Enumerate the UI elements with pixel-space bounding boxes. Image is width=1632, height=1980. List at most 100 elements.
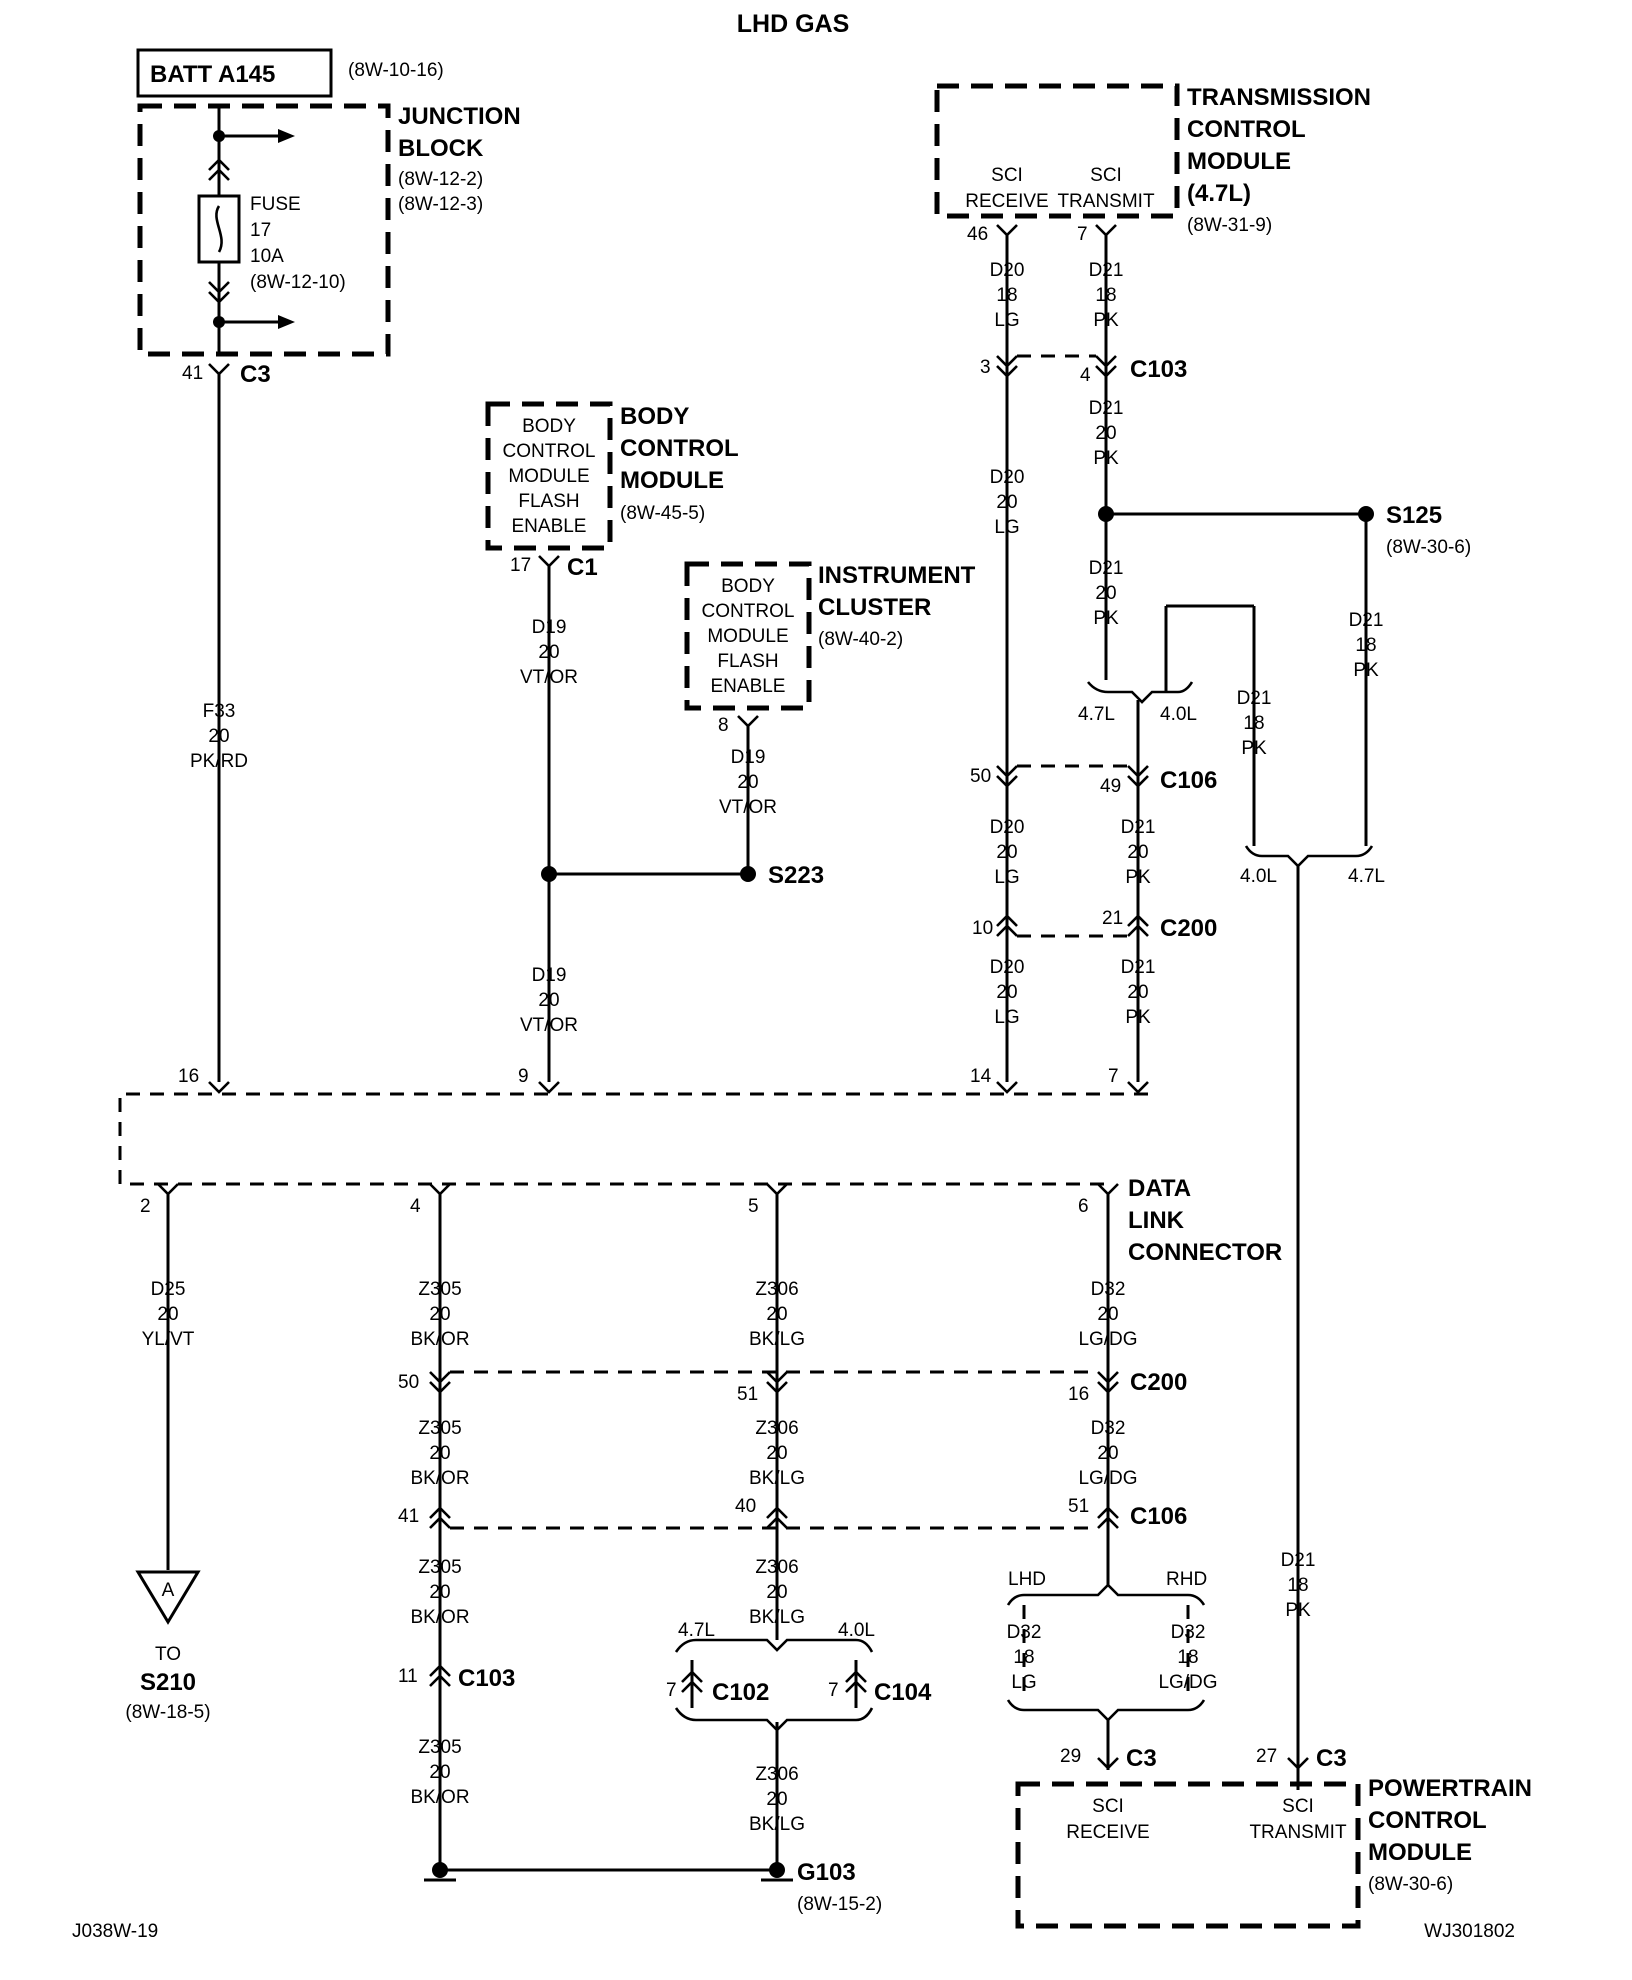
batt-a145: BATT A145 (8W-10-16) bbox=[136, 48, 444, 98]
pcm-conn-rx: C3 bbox=[1126, 1745, 1157, 1772]
label-z305-d: Z305 20 BK/OR bbox=[410, 1737, 469, 1808]
ic-title-2: CLUSTER bbox=[818, 594, 931, 621]
svg-text:BK/OR: BK/OR bbox=[410, 1329, 469, 1350]
label-d32-b: D32 20 LG/DG bbox=[1078, 1418, 1137, 1489]
label-z306-b: Z306 20 BK/LG bbox=[749, 1418, 805, 1489]
label-d21-a: D21 18 PK bbox=[1089, 260, 1124, 331]
offpage-arrow-icon bbox=[135, 1570, 201, 1625]
svg-text:20: 20 bbox=[766, 1304, 787, 1325]
svg-text:20: 20 bbox=[996, 982, 1017, 1003]
pcm-pin-rx: 29 bbox=[1060, 1746, 1081, 1767]
pcm-title-3: MODULE bbox=[1368, 1839, 1472, 1866]
svg-text:SCI: SCI bbox=[1090, 165, 1122, 186]
svg-text:C200: C200 bbox=[1130, 1369, 1187, 1396]
svg-text:51: 51 bbox=[737, 1384, 758, 1405]
batt-label: BATT A145 bbox=[150, 61, 275, 88]
bcm-ref: (8W-45-5) bbox=[620, 503, 705, 524]
svg-text:20: 20 bbox=[1097, 1304, 1118, 1325]
svg-text:20: 20 bbox=[766, 1582, 787, 1603]
svg-text:C106: C106 bbox=[1160, 767, 1217, 794]
dlc-title-2: LINK bbox=[1128, 1207, 1185, 1234]
svg-text:20: 20 bbox=[157, 1304, 178, 1325]
svg-text:Z305: Z305 bbox=[418, 1737, 461, 1758]
svg-text:PK/RD: PK/RD bbox=[190, 751, 248, 772]
label-z305-b: Z305 20 BK/OR bbox=[410, 1418, 469, 1489]
svg-text:20: 20 bbox=[996, 492, 1017, 513]
svg-text:MODULE: MODULE bbox=[508, 466, 589, 487]
data-link-connector: 16 9 14 7 2 4 5 6 DATA LINK CONNECTOR bbox=[118, 1066, 1282, 1266]
label-d20-d: D20 20 LG bbox=[990, 957, 1025, 1028]
svg-text:SCI: SCI bbox=[1282, 1796, 1314, 1817]
svg-text:VT/OR: VT/OR bbox=[520, 667, 578, 688]
svg-text:Z305: Z305 bbox=[418, 1418, 461, 1439]
svg-text:18: 18 bbox=[1355, 635, 1376, 656]
tcm-pin-rx: 46 bbox=[967, 224, 988, 245]
svg-text:D20: D20 bbox=[990, 260, 1025, 281]
s223-label: S223 bbox=[768, 862, 824, 889]
powertrain-control-module: 29 C3 27 C3 SCI RECEIVE SCI TRANSMIT POW… bbox=[1015, 1745, 1532, 1929]
svg-text:D21: D21 bbox=[1281, 1550, 1316, 1571]
svg-text:20: 20 bbox=[208, 726, 229, 747]
dlc-pin-9: 9 bbox=[518, 1066, 529, 1087]
variant-rhd: RHD bbox=[1166, 1569, 1207, 1590]
svg-text:PK: PK bbox=[1285, 1600, 1311, 1621]
dlc-pin-5: 5 bbox=[748, 1196, 759, 1217]
tcm-pin-tx: 7 bbox=[1077, 224, 1088, 245]
svg-text:D32: D32 bbox=[1007, 1622, 1042, 1643]
diagram-title: LHD GAS bbox=[737, 10, 850, 38]
label-d32-a: D32 20 LG/DG bbox=[1078, 1279, 1137, 1350]
connector-c104: 7 C104 bbox=[828, 1670, 932, 1706]
svg-text:18: 18 bbox=[1177, 1647, 1198, 1668]
svg-text:D21: D21 bbox=[1089, 398, 1124, 419]
svg-text:20: 20 bbox=[1127, 842, 1148, 863]
svg-text:CONTROL: CONTROL bbox=[702, 601, 795, 622]
svg-text:D20: D20 bbox=[990, 467, 1025, 488]
s223-node bbox=[541, 866, 557, 882]
svg-text:C102: C102 bbox=[712, 1679, 769, 1706]
svg-text:D21: D21 bbox=[1089, 558, 1124, 579]
body-control-module: BODY CONTROL MODULE FLASH ENABLE BODY CO… bbox=[485, 401, 739, 581]
label-d20-c: D20 20 LG bbox=[990, 817, 1025, 888]
svg-text:TO: TO bbox=[155, 1644, 181, 1665]
label-d32-rhd: D32 18 LG/DG bbox=[1158, 1622, 1217, 1693]
batt-ref: (8W-10-16) bbox=[348, 60, 444, 81]
svg-text:(8W-15-2): (8W-15-2) bbox=[797, 1894, 882, 1915]
s125-label: S125 bbox=[1386, 502, 1442, 529]
label-f33: F33 20 PK/RD bbox=[190, 701, 248, 772]
ic-title-1: INSTRUMENT bbox=[818, 562, 976, 589]
pcm-pin-tx: 27 bbox=[1256, 1746, 1277, 1767]
footer-left-code: J038W-19 bbox=[72, 1921, 158, 1942]
tcm-title-1: TRANSMISSION bbox=[1187, 84, 1371, 111]
label-d21-b: D21 20 PK bbox=[1089, 398, 1124, 469]
ground-g103: G103 (8W-15-2) bbox=[424, 1859, 882, 1915]
svg-text:LG: LG bbox=[994, 867, 1019, 888]
variant-47-right: 4.7L bbox=[1348, 866, 1385, 887]
svg-text:LG: LG bbox=[1011, 1672, 1036, 1693]
variant-lhd: LHD bbox=[1008, 1569, 1046, 1590]
fuse-number: 17 bbox=[250, 220, 271, 241]
svg-text:20: 20 bbox=[538, 990, 559, 1011]
svg-text:Z306: Z306 bbox=[755, 1418, 798, 1439]
svg-text:TRANSMIT: TRANSMIT bbox=[1249, 1822, 1347, 1843]
svg-text:LG: LG bbox=[994, 1007, 1019, 1028]
dlc-pin-7: 7 bbox=[1108, 1066, 1119, 1087]
junction-block-ref-2: (8W-12-3) bbox=[398, 194, 483, 215]
svg-text:D19: D19 bbox=[532, 617, 567, 638]
svg-text:21: 21 bbox=[1102, 908, 1123, 929]
svg-text:Z306: Z306 bbox=[755, 1279, 798, 1300]
label-d21-h: D21 18 PK bbox=[1281, 1550, 1316, 1621]
bcm-title-2: CONTROL bbox=[620, 435, 739, 462]
svg-text:Z306: Z306 bbox=[755, 1764, 798, 1785]
variant-40-z306: 4.0L bbox=[838, 1620, 875, 1641]
svg-text:VT/OR: VT/OR bbox=[719, 797, 777, 818]
svg-text:D20: D20 bbox=[990, 817, 1025, 838]
svg-text:SCI: SCI bbox=[1092, 1796, 1124, 1817]
transmission-control-module: SCI RECEIVE SCI TRANSMIT TRANSMISSION CO… bbox=[934, 83, 1371, 245]
junction-block-title-2: BLOCK bbox=[398, 135, 484, 162]
svg-text:51: 51 bbox=[1068, 1496, 1089, 1517]
label-d25: D25 20 YL/VT bbox=[142, 1279, 195, 1350]
label-d21-f: D21 18 PK bbox=[1237, 688, 1272, 759]
svg-text:20: 20 bbox=[429, 1443, 450, 1464]
svg-text:D32: D32 bbox=[1091, 1418, 1126, 1439]
svg-text:49: 49 bbox=[1100, 776, 1121, 797]
